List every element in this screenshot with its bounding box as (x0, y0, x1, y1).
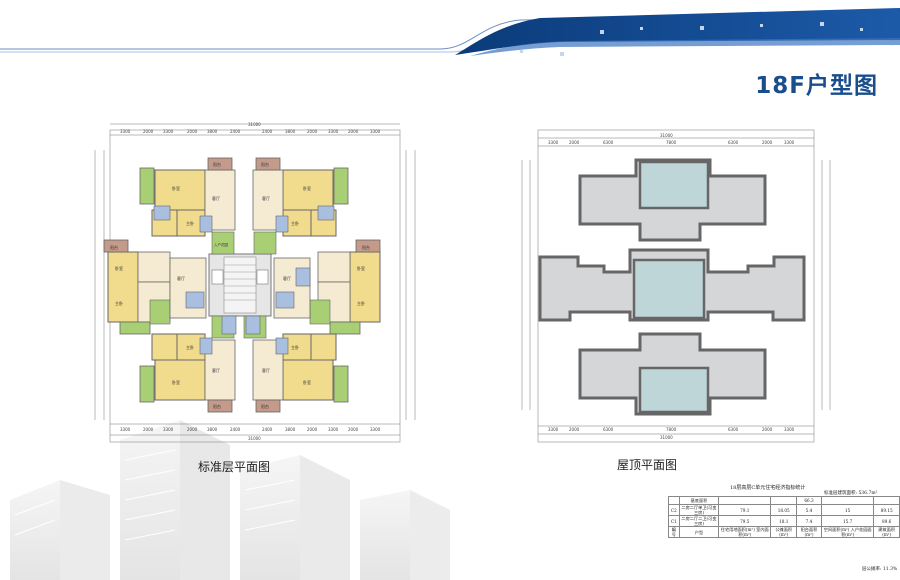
svg-text:主卧: 主卧 (291, 220, 299, 226)
svg-text:2000: 2000 (348, 129, 359, 134)
dim-top-total: 31000 (248, 122, 261, 127)
svg-text:主卧: 主卧 (291, 344, 299, 350)
svg-text:6300: 6300 (728, 427, 739, 432)
svg-text:3300: 3300 (120, 427, 131, 432)
table-row: 基底面积 66.3 (668, 496, 900, 505)
svg-text:3800: 3800 (207, 129, 218, 134)
svg-text:卧室: 卧室 (303, 185, 311, 191)
roof-tank-bottom (638, 366, 710, 414)
svg-text:阳台: 阳台 (261, 161, 269, 167)
unit-top-left: 卧室 主卧 客厅 阳台 入户花园 (139, 157, 236, 255)
stats-floor-area: 标准层建筑面积: 536.7m² (824, 491, 878, 496)
svg-text:7800: 7800 (666, 140, 677, 145)
svg-text:3300: 3300 (163, 129, 174, 134)
svg-text:阳台: 阳台 (213, 403, 221, 409)
svg-text:2400: 2400 (230, 129, 241, 134)
svg-text:2000: 2000 (143, 427, 154, 432)
svg-text:3300: 3300 (784, 427, 795, 432)
svg-text:2400: 2400 (230, 427, 241, 432)
svg-text:2000: 2000 (569, 140, 580, 145)
svg-text:2000: 2000 (307, 427, 318, 432)
svg-text:2000: 2000 (143, 129, 154, 134)
svg-text:阳台: 阳台 (261, 403, 269, 409)
svg-text:客厅: 客厅 (177, 275, 185, 281)
svg-text:客厅: 客厅 (212, 367, 220, 373)
svg-text:卧室: 卧室 (172, 185, 180, 191)
svg-text:客厅: 客厅 (212, 195, 220, 201)
svg-text:2000: 2000 (187, 427, 198, 432)
roof-tank-middle (632, 258, 706, 320)
unit-bottom-right: 卧室 主卧 客厅 阳台 (243, 315, 349, 413)
svg-text:3300: 3300 (163, 427, 174, 432)
stats-heading: 18层高层C单元住宅经济指标统计 (730, 485, 806, 491)
svg-text:主卧: 主卧 (186, 220, 194, 226)
svg-text:客厅: 客厅 (262, 367, 270, 373)
caption-standard-floor: 标准层平面图 (198, 460, 271, 474)
svg-text:客厅: 客厅 (262, 195, 270, 201)
svg-text:2400: 2400 (262, 129, 273, 134)
svg-text:卧室: 卧室 (357, 265, 365, 271)
page-title: 18F户型图 (755, 73, 878, 99)
svg-text:卧室: 卧室 (115, 265, 123, 271)
svg-text:2000: 2000 (187, 129, 198, 134)
dim-bottom-total: 31000 (248, 436, 261, 441)
unit-right: 卧室 主卧 客厅 阳台 (273, 239, 381, 335)
svg-text:客厅: 客厅 (283, 275, 291, 281)
svg-text:阳台: 阳台 (362, 244, 370, 250)
building-decoration (10, 420, 450, 580)
svg-text:7800: 7800 (666, 427, 677, 432)
svg-text:2400: 2400 (262, 427, 273, 432)
svg-text:3300: 3300 (120, 129, 131, 134)
svg-text:3800: 3800 (285, 129, 296, 134)
svg-text:阳台: 阳台 (110, 244, 118, 250)
unit-left: 卧室 主卧 客厅 阳台 (103, 239, 207, 335)
svg-text:3300: 3300 (370, 129, 381, 134)
svg-text:2000: 2000 (348, 427, 359, 432)
svg-text:阳台: 阳台 (213, 161, 221, 167)
svg-text:3300: 3300 (548, 140, 559, 145)
unit-top-right: 卧室 主卧 客厅 阳台 (252, 157, 349, 255)
svg-text:3300: 3300 (784, 140, 795, 145)
svg-text:主卧: 主卧 (186, 344, 194, 350)
header-line (0, 15, 900, 50)
svg-text:3300: 3300 (328, 427, 339, 432)
svg-text:卧室: 卧室 (303, 379, 311, 385)
roof-dim-top-total: 31000 (660, 133, 673, 138)
svg-text:主卧: 主卧 (357, 300, 365, 306)
svg-text:6300: 6300 (603, 140, 614, 145)
svg-text:6300: 6300 (728, 140, 739, 145)
roof-dim-bottom-total: 31000 (660, 435, 673, 440)
svg-text:2000: 2000 (569, 427, 580, 432)
svg-text:3800: 3800 (285, 427, 296, 432)
svg-text:卧室: 卧室 (172, 379, 180, 385)
svg-text:3300: 3300 (370, 427, 381, 432)
table-row: 编号户型 住宅用地面积(m²) 室内面积(m²)公摊面积(m²) 阳台面积(m²… (668, 526, 900, 538)
roof-tank-top (638, 160, 710, 210)
stats-ratio: 层公摊率: 11.3% (862, 567, 898, 572)
svg-text:3300: 3300 (328, 129, 339, 134)
caption-roof: 屋顶平面图 (617, 458, 678, 472)
unit-bottom-left: 卧室 主卧 客厅 阳台 (139, 315, 237, 413)
svg-text:入户花园: 入户花园 (214, 242, 228, 247)
svg-text:3800: 3800 (207, 427, 218, 432)
svg-text:2000: 2000 (762, 427, 773, 432)
svg-text:6300: 6300 (603, 427, 614, 432)
svg-text:2000: 2000 (307, 129, 318, 134)
svg-text:3300: 3300 (548, 427, 559, 432)
header-swoosh (455, 8, 900, 55)
svg-text:2000: 2000 (762, 140, 773, 145)
svg-text:主卧: 主卧 (115, 300, 123, 306)
